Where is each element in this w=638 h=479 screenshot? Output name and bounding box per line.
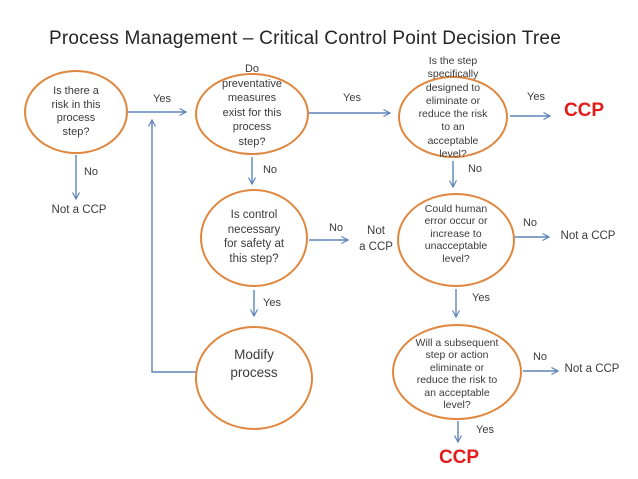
- edge-label-no-human-error: No: [522, 217, 538, 229]
- node-subsequent-label: Will a subsequent step or action elimina…: [415, 337, 499, 412]
- node-subsequent-ellipse: [392, 324, 522, 420]
- edge-label-yes-designed: Yes: [527, 91, 545, 103]
- outcome-not-a-ccp-risk: Not a CCP: [51, 204, 107, 216]
- node-designed-label: Is the step specifically designed to eli…: [418, 55, 488, 161]
- edge-label-no-subsequent: No: [532, 351, 548, 363]
- edge-label-no-preventative: No: [262, 164, 278, 176]
- outcome-not-a-ccp-human-error: Not a CCP: [560, 230, 616, 242]
- edge-label-yes-control: Yes: [263, 297, 281, 309]
- node-designed-ellipse: [398, 76, 508, 158]
- node-preventative-ellipse: [195, 73, 309, 155]
- node-risk-label: Is there a risk in this process step?: [51, 85, 101, 138]
- outcome-ccp-top: CCP: [563, 100, 605, 121]
- outcome-ccp-bottom: CCP: [438, 447, 480, 468]
- node-risk-ellipse: [24, 70, 128, 154]
- edge-label-no-control: No: [328, 222, 344, 234]
- node-modify-ellipse: [195, 326, 313, 430]
- arrow-modify-feedback: [147, 118, 196, 373]
- node-control-label: Is control necessary for safety at this …: [223, 209, 285, 265]
- edge-label-no-designed: No: [467, 163, 483, 175]
- edge-label-yes-risk: Yes: [153, 93, 171, 105]
- edge-label-yes-subsequent: Yes: [476, 424, 494, 436]
- node-human-error-ellipse: [397, 193, 515, 287]
- edge-label-yes-preventative: Yes: [343, 92, 361, 104]
- edge-label-yes-human-error: Yes: [472, 292, 490, 304]
- page-title: Process Management – Critical Control Po…: [49, 28, 561, 49]
- edge-label-no-risk: No: [83, 166, 99, 178]
- node-control-ellipse: [200, 189, 308, 287]
- outcome-not-a-ccp-subsequent: Not a CCP: [564, 363, 620, 375]
- node-preventative-label: Do preventative measures exist for this …: [222, 63, 282, 148]
- outcome-not-a-ccp-control: Not a CCP: [359, 225, 393, 253]
- node-modify-label: Modify process: [230, 347, 278, 380]
- node-human-error-label: Could human error occur or increase to u…: [424, 203, 488, 265]
